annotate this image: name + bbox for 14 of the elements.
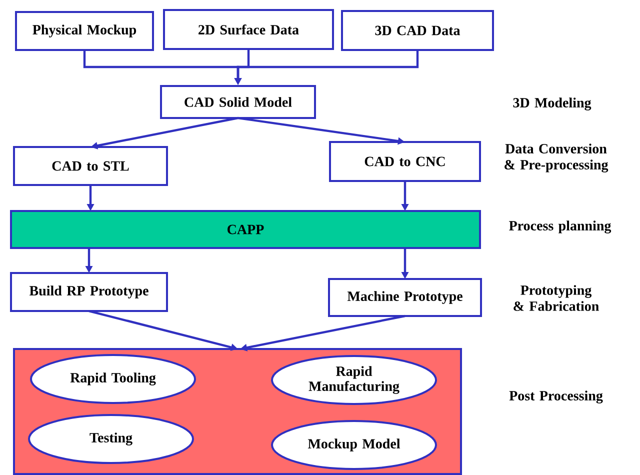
process-box: Build RP Prototype [10, 272, 168, 312]
process-box: 3D CAD Data [341, 10, 494, 51]
process-box: CAD to STL [13, 146, 168, 186]
process-box: CAD Solid Model [160, 85, 316, 119]
process-box: 2D Surface Data [163, 9, 334, 50]
stage-label: Process planning [509, 220, 612, 234]
stage-label: Data Conversion & Pre-processing [504, 144, 608, 172]
process-box: Physical Mockup [15, 11, 154, 51]
process-box: Machine Prototype [328, 278, 482, 317]
stage-label: Prototyping & Fabrication [514, 285, 599, 311]
process-box: CAD to CNC [329, 141, 481, 182]
process-box: CAPP [10, 210, 481, 249]
stage-label: Post Processing [509, 390, 603, 404]
stage-label: 3D Modeling [513, 98, 592, 110]
